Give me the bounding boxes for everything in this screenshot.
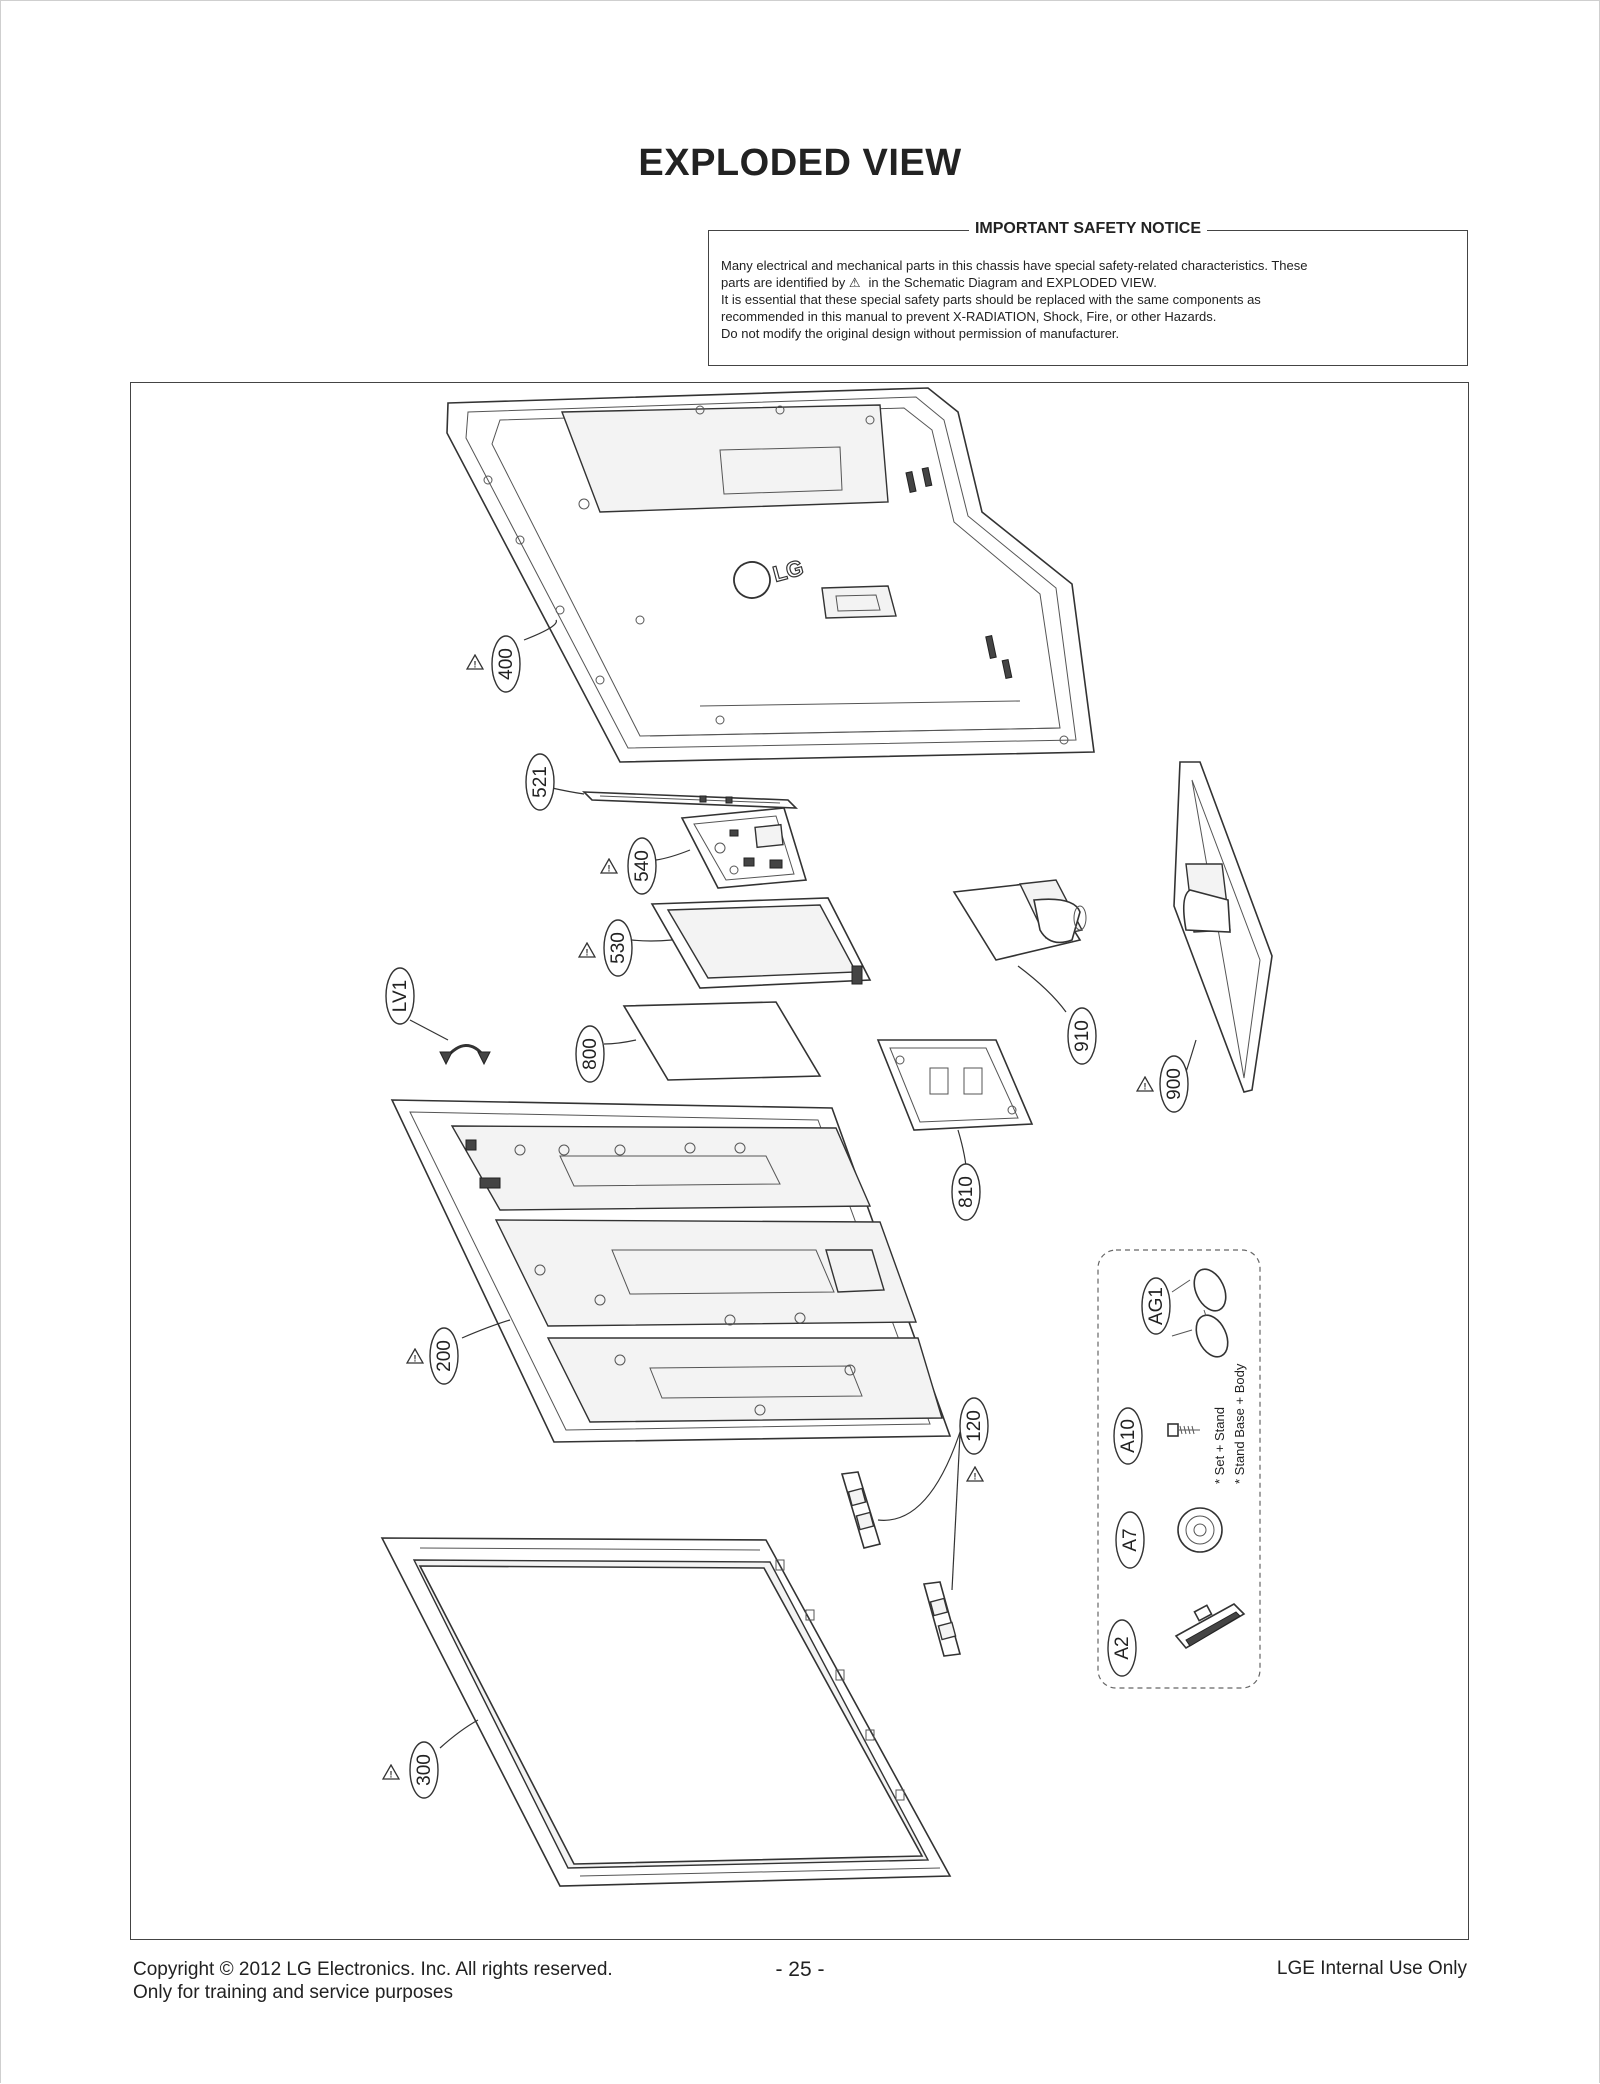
warning-triangle-icon: ⚠ xyxy=(848,275,861,290)
bracket-part-a2 xyxy=(1174,1603,1246,1650)
3d-glasses-ag1 xyxy=(1171,1268,1229,1358)
power-supply-part-530 xyxy=(650,897,872,989)
callout-400: 400 xyxy=(466,619,557,693)
callout-900-label: 900 xyxy=(1164,1068,1185,1100)
callout-540: 540 xyxy=(600,837,691,895)
callout-800: 800 xyxy=(575,1025,637,1083)
callout-200-label: 200 xyxy=(434,1340,455,1372)
warning-triangle-icon xyxy=(578,942,596,958)
front-cabinet-part-300 xyxy=(380,1537,952,1887)
notice-line-2-end: in the Schematic Diagram and EXPLODED VI… xyxy=(868,275,1157,290)
stand-base-part-900 xyxy=(1173,761,1273,1093)
callout-a10-label: A10 xyxy=(1118,1419,1139,1453)
warning-triangle-icon xyxy=(466,654,484,670)
warning-triangle-icon xyxy=(1136,1076,1154,1092)
callout-910: 910 xyxy=(1017,965,1097,1065)
callout-810: 810 xyxy=(951,1129,981,1221)
safety-notice-body: Many electrical and mechanical parts in … xyxy=(721,257,1453,342)
speaker-part-120-lower xyxy=(922,1581,962,1657)
callout-521-label: 521 xyxy=(530,766,551,798)
accessories-box: AG1 A10 * Set + Stand * Stand Base + Bod… xyxy=(1097,1249,1261,1689)
stand-body-part-910 xyxy=(952,879,1087,961)
notice-line-2: parts are identified by ⚠ in the Schemat… xyxy=(721,274,1453,291)
page-title: EXPLODED VIEW xyxy=(638,142,962,184)
callout-900: 900 xyxy=(1136,1039,1197,1113)
strip-part-521 xyxy=(581,791,799,809)
callout-a10: A10 xyxy=(1113,1407,1143,1465)
footer-internal-use: LGE Internal Use Only xyxy=(1276,1958,1467,1979)
callout-400-label: 400 xyxy=(496,648,517,680)
chassis-frame-part-200 xyxy=(390,1099,952,1443)
callout-810-label: 810 xyxy=(956,1176,977,1208)
notice-line-2-start: parts are identified by xyxy=(721,275,846,290)
insulation-sheet-part-800 xyxy=(622,1001,822,1081)
callout-300-label: 300 xyxy=(414,1754,435,1786)
diagram-frame xyxy=(130,382,1469,1940)
callout-ag1: AG1 xyxy=(1141,1277,1171,1335)
accessory-note-stand-base-body: * Stand Base + Body xyxy=(1232,1363,1247,1484)
warning-triangle-icon xyxy=(406,1348,424,1364)
callout-530: 530 xyxy=(578,919,673,977)
notice-line-1: Many electrical and mechanical parts in … xyxy=(721,258,1308,273)
accessory-note-set-stand: * Set + Stand xyxy=(1212,1407,1227,1484)
callout-521: 521 xyxy=(525,753,585,811)
callout-120-label: 120 xyxy=(964,1410,985,1442)
callout-910-label: 910 xyxy=(1072,1020,1093,1052)
callout-800-label: 800 xyxy=(580,1038,601,1070)
round-part-a7 xyxy=(1177,1507,1223,1553)
notice-line-3: It is essential that these special safet… xyxy=(721,292,1261,307)
footer-training-note: Only for training and service purposes xyxy=(133,1982,453,2003)
callout-lv1: LV1 xyxy=(385,967,491,1066)
warning-triangle-icon xyxy=(600,858,618,874)
footer-copyright: Copyright © 2012 LG Electronics. Inc. Al… xyxy=(133,1959,613,1980)
callout-120: 120 xyxy=(877,1397,989,1591)
callout-lv1-label: LV1 xyxy=(390,980,411,1012)
page-number: - 25 - xyxy=(775,1958,825,1981)
accessory-notes: * Set + Stand * Stand Base + Body xyxy=(1212,1363,1247,1484)
callout-a7-label: A7 xyxy=(1120,1528,1141,1551)
warning-triangle-icon xyxy=(966,1466,984,1482)
back-cover-part-400: LG xyxy=(446,387,1095,763)
callout-ag1-label: AG1 xyxy=(1146,1287,1167,1325)
notice-line-5: Do not modify the original design withou… xyxy=(721,326,1120,341)
screw-a10 xyxy=(1167,1423,1200,1437)
callout-540-label: 540 xyxy=(632,850,653,882)
speaker-part-120-upper xyxy=(840,1471,882,1549)
warning-triangle-icon xyxy=(382,1764,400,1780)
footer-left: Copyright © 2012 LG Electronics. Inc. Al… xyxy=(133,1958,613,2004)
callout-530-label: 530 xyxy=(608,932,629,964)
safety-notice-title: IMPORTANT SAFETY NOTICE xyxy=(968,220,1208,237)
safety-notice-title-wrap: IMPORTANT SAFETY NOTICE xyxy=(709,220,1467,238)
bracket-part-810 xyxy=(876,1039,1034,1131)
callout-300: 300 xyxy=(382,1719,479,1799)
callout-a7: A7 xyxy=(1115,1511,1145,1569)
callout-200: 200 xyxy=(406,1319,511,1385)
rotate-arrow-icon xyxy=(439,1044,491,1066)
callout-a2: A2 xyxy=(1107,1619,1137,1677)
callout-a2-label: A2 xyxy=(1112,1636,1133,1659)
notice-line-4: recommended in this manual to prevent X-… xyxy=(721,309,1217,324)
safety-notice-box: IMPORTANT SAFETY NOTICE Many electrical … xyxy=(708,220,1468,366)
main-board-part-540 xyxy=(680,807,808,889)
